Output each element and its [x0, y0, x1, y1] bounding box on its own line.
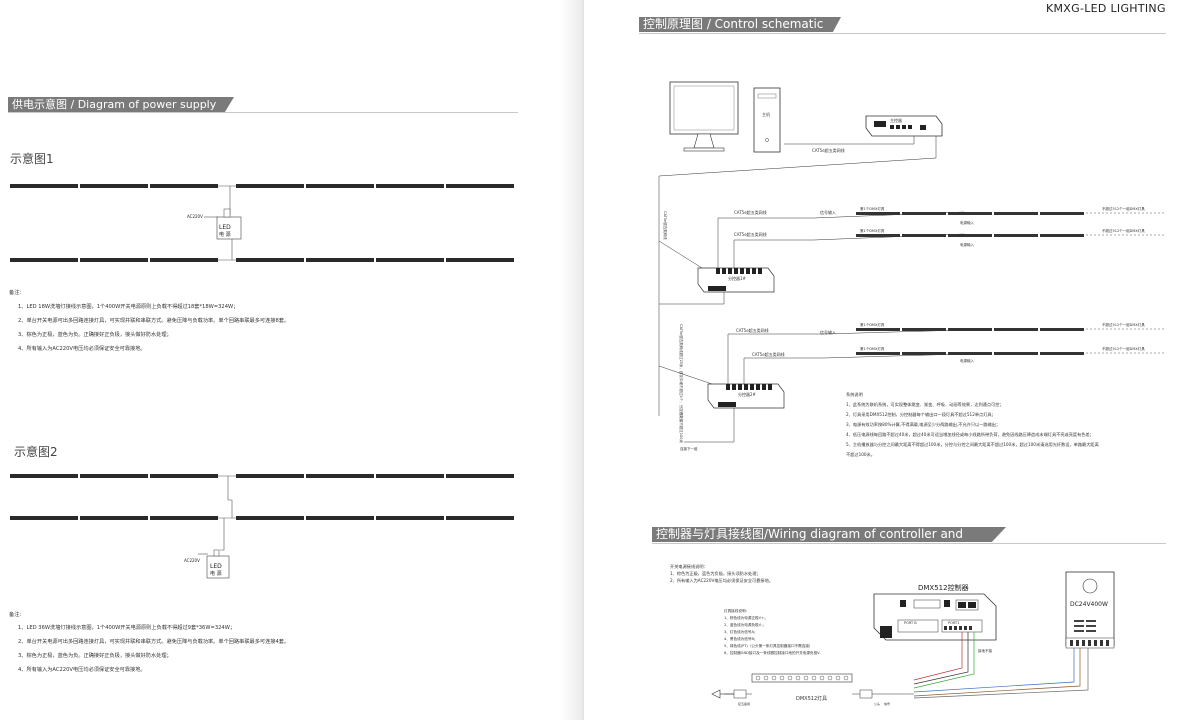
cat5-vertical-label: CAT5e超五类网线 — [663, 211, 668, 240]
dmx-lamp-label: DMX512灯具 — [796, 695, 827, 702]
ac-label-2: AC220V — [184, 558, 200, 563]
lamp-note-4: 4、黑色线为信号B； — [724, 636, 758, 641]
diagram2-light-bars — [10, 474, 514, 520]
psu-label-1b: 电 源 — [219, 231, 231, 238]
diagram1-notes-heading: 备注： — [9, 290, 25, 296]
diagram2-note-3: 3、棕色为正极，蓝色为负。正确接好正负极，接头做好防水处理； — [18, 653, 172, 659]
vertical-note: CAT5e超五类网线超过25米，建议中继不超过4个，分控器数量不超过100米 — [679, 324, 684, 443]
signal-in-1: 信号输入 — [820, 209, 836, 215]
diagram1-note-3: 3、棕色为正极，蓝色为负。正确接好正负极，接头做好防水处理； — [18, 332, 172, 338]
system-heading: 系统说明 — [846, 391, 863, 398]
right-page: KMXG-LED LIGHTING 控制原理图 / Control schema… — [584, 0, 1177, 720]
left-page: 供电示意图 / Diagram of power supply 示意图1 LED… — [0, 0, 584, 720]
system-note-4: 4、低压电源线每回路不超过40米，超过40米可适当增加线径或每小线路所带负荷，避… — [846, 431, 1094, 438]
diagram2-note-2: 2、单台开关电源可出多回路连接灯具，可实现并联和串联方式。避免压降与负载功率。单… — [18, 639, 290, 645]
diagram2-graphic: LED 电 源 AC220V — [10, 474, 514, 579]
port1-label: PORT1 — [948, 621, 959, 625]
signal-label: 信号 — [884, 701, 890, 706]
system-note-6: 不超过100米。 — [846, 451, 875, 458]
diagram1-graphic: LED 电 源 AC220V — [10, 184, 514, 262]
lamp-row-2 — [856, 234, 1084, 237]
lamp-note-3: 3、红色线为信号A； — [724, 629, 758, 634]
cat5-label-top: CAT5e超五类网线 — [812, 147, 845, 153]
ac-label-1: AC220V — [187, 214, 203, 219]
first-dmx-2: 第1个DMX灯具 — [860, 228, 885, 233]
controller-label: 主控器 — [890, 117, 902, 123]
psu-label-2a: LED — [210, 563, 222, 570]
ground-label: 接地不接 — [978, 648, 992, 653]
arrow-left-icon — [711, 689, 721, 699]
cat5-label-s2b: CAT5e超五类网线 — [752, 351, 785, 357]
splitter1-label: 分控器1# — [728, 275, 747, 281]
control-schematic-banner: 控制原理图 / Control schematic — [639, 17, 841, 32]
diagram2-notes-heading: 备注： — [9, 612, 25, 618]
power-supply-banner: 供电示意图 / Diagram of power supply — [8, 97, 234, 112]
psu-model-label: DC24V400W — [1070, 601, 1108, 608]
power-in-3: 电源输入 — [960, 358, 974, 363]
max-lamps-2: 不超过512个一组DMX灯具 — [1102, 228, 1145, 233]
diagram2-title: 示意图2 — [14, 445, 58, 459]
lamp-row-4 — [856, 352, 1084, 355]
max-lamps-4: 不超过512个一组DMX灯具 — [1102, 346, 1145, 351]
diagram1-note-1: 1、LED 18W洗墙灯接线示意图，1个400W开关电源原则上负载不得超过18套… — [18, 304, 239, 310]
female-label: 接五备用 — [738, 701, 750, 706]
lamp-row-1 — [856, 212, 1084, 215]
host-label: 主机 — [762, 111, 770, 117]
psu-note-2: 2、所有输入为AC220V电压均必须保证安全可靠接地。 — [670, 577, 773, 584]
lamp-note-5: 5、绿色线(PT)（公头第一条灯具控制器接口不需连接） — [724, 643, 813, 648]
diagram1-light-bars — [10, 184, 514, 262]
first-dmx-4: 第1个DMX灯具 — [860, 346, 885, 351]
diagram2-note-4: 4、所有输入为AC220V电压均必须保证安全可靠接地。 — [18, 667, 146, 673]
first-dmx-3: 第1个DMX灯具 — [860, 322, 885, 327]
lamp-row-3 — [856, 328, 1084, 331]
system-note-5: 5、主机播放器与分控之间最大距离不得超过100米，分控与分控之间最大距离不超过1… — [846, 441, 1099, 448]
male-label: 公头 — [874, 701, 880, 706]
banner-rule — [8, 112, 518, 113]
psu-label-1a: LED — [219, 224, 231, 231]
next-group-label: 连接下一组 — [680, 446, 698, 451]
system-note-3: 3、电源有效功率按80%计算,不得满载,电源至少分两路输出,不允许只以一路输出； — [846, 421, 1000, 428]
wiring-diagram-graphic: 开关电源接线说明： 1、棕色为正级，蓝色为负极，接头须防水处理； 2、所有输入为… — [670, 563, 1115, 706]
cat5-label-s2a: CAT5e超五类网线 — [736, 327, 769, 333]
diagram1-note-4: 4、所有输入为AC220V电压均必须保证安全可靠接地。 — [18, 346, 146, 352]
signal-in-2: 信号输入 — [820, 329, 836, 335]
diagram1-note-2: 2、单台开关电源可出多回路连接灯具，可实现并联和串联方式。避免压降与负载功率。单… — [18, 318, 290, 324]
diagram2-note-1: 1、LED 36W洗墙灯接线示意图，1个400W开关电源原则上负载不得超过9套*… — [18, 625, 236, 631]
system-note-2: 2、灯具采用DMX512控制，分控制器每个输出口一段灯具不超过512单点灯具； — [846, 411, 996, 418]
wiring-banner-rule — [652, 543, 1166, 544]
lamp-note-1: 1、棕色线为电源正极V+； — [724, 615, 768, 620]
psu-label-2b: 电 源 — [210, 570, 222, 577]
lamp-note-6: 6、控制器GND接口及一条线跟控制接口地的开关电源负极V- — [724, 650, 821, 655]
control-schematic-graphic: 主机 主控器 CAT5e超五类网线 CAT5e超五类网线 分控器1# CAT5e… — [658, 81, 1164, 458]
psu-note-1: 1、棕色为正级，蓝色为负极，接头须防水处理； — [670, 570, 761, 577]
max-lamps-3: 不超过512个一组DMX灯具 — [1102, 322, 1145, 327]
power-in-2: 电源输入 — [960, 242, 974, 247]
control-banner-rule — [639, 33, 1166, 34]
wiring-banner: 控制器与灯具接线图/Wiring diagram of controller a… — [652, 527, 1006, 542]
cat5-label-s1a: CAT5e超五类网线 — [734, 209, 767, 215]
first-dmx-1: 第1个DMX灯具 — [860, 206, 885, 211]
port-b-label: PORT B — [904, 621, 917, 625]
system-note-1: 1、此系统为联机系统，可实现整体跳变、渐变、呼吸、动画等效果，达到通点可控； — [846, 401, 1004, 408]
max-lamps-1: 不超过512个一组DMX灯具 — [1102, 206, 1145, 211]
cat5-label-s1b: CAT5e超五类网线 — [734, 231, 767, 237]
dmx-controller-title: DMX512控制器 — [918, 583, 969, 592]
brand-name: KMXG-LED LIGHTING — [1046, 2, 1166, 15]
splitter2-label: 分控器2# — [738, 391, 757, 397]
dc-psu-icon — [1065, 571, 1115, 647]
dmx-lamp-icon — [751, 673, 853, 683]
lamp-notes-heading: 灯具接线说明： — [724, 608, 749, 613]
power-in-1: 电源输入 — [960, 220, 974, 225]
psu-notes-heading: 开关电源接线说明： — [670, 563, 708, 570]
diagram1-title: 示意图1 — [10, 152, 54, 166]
lamp-note-2: 2、蓝色线为电源负极V-； — [724, 622, 766, 627]
